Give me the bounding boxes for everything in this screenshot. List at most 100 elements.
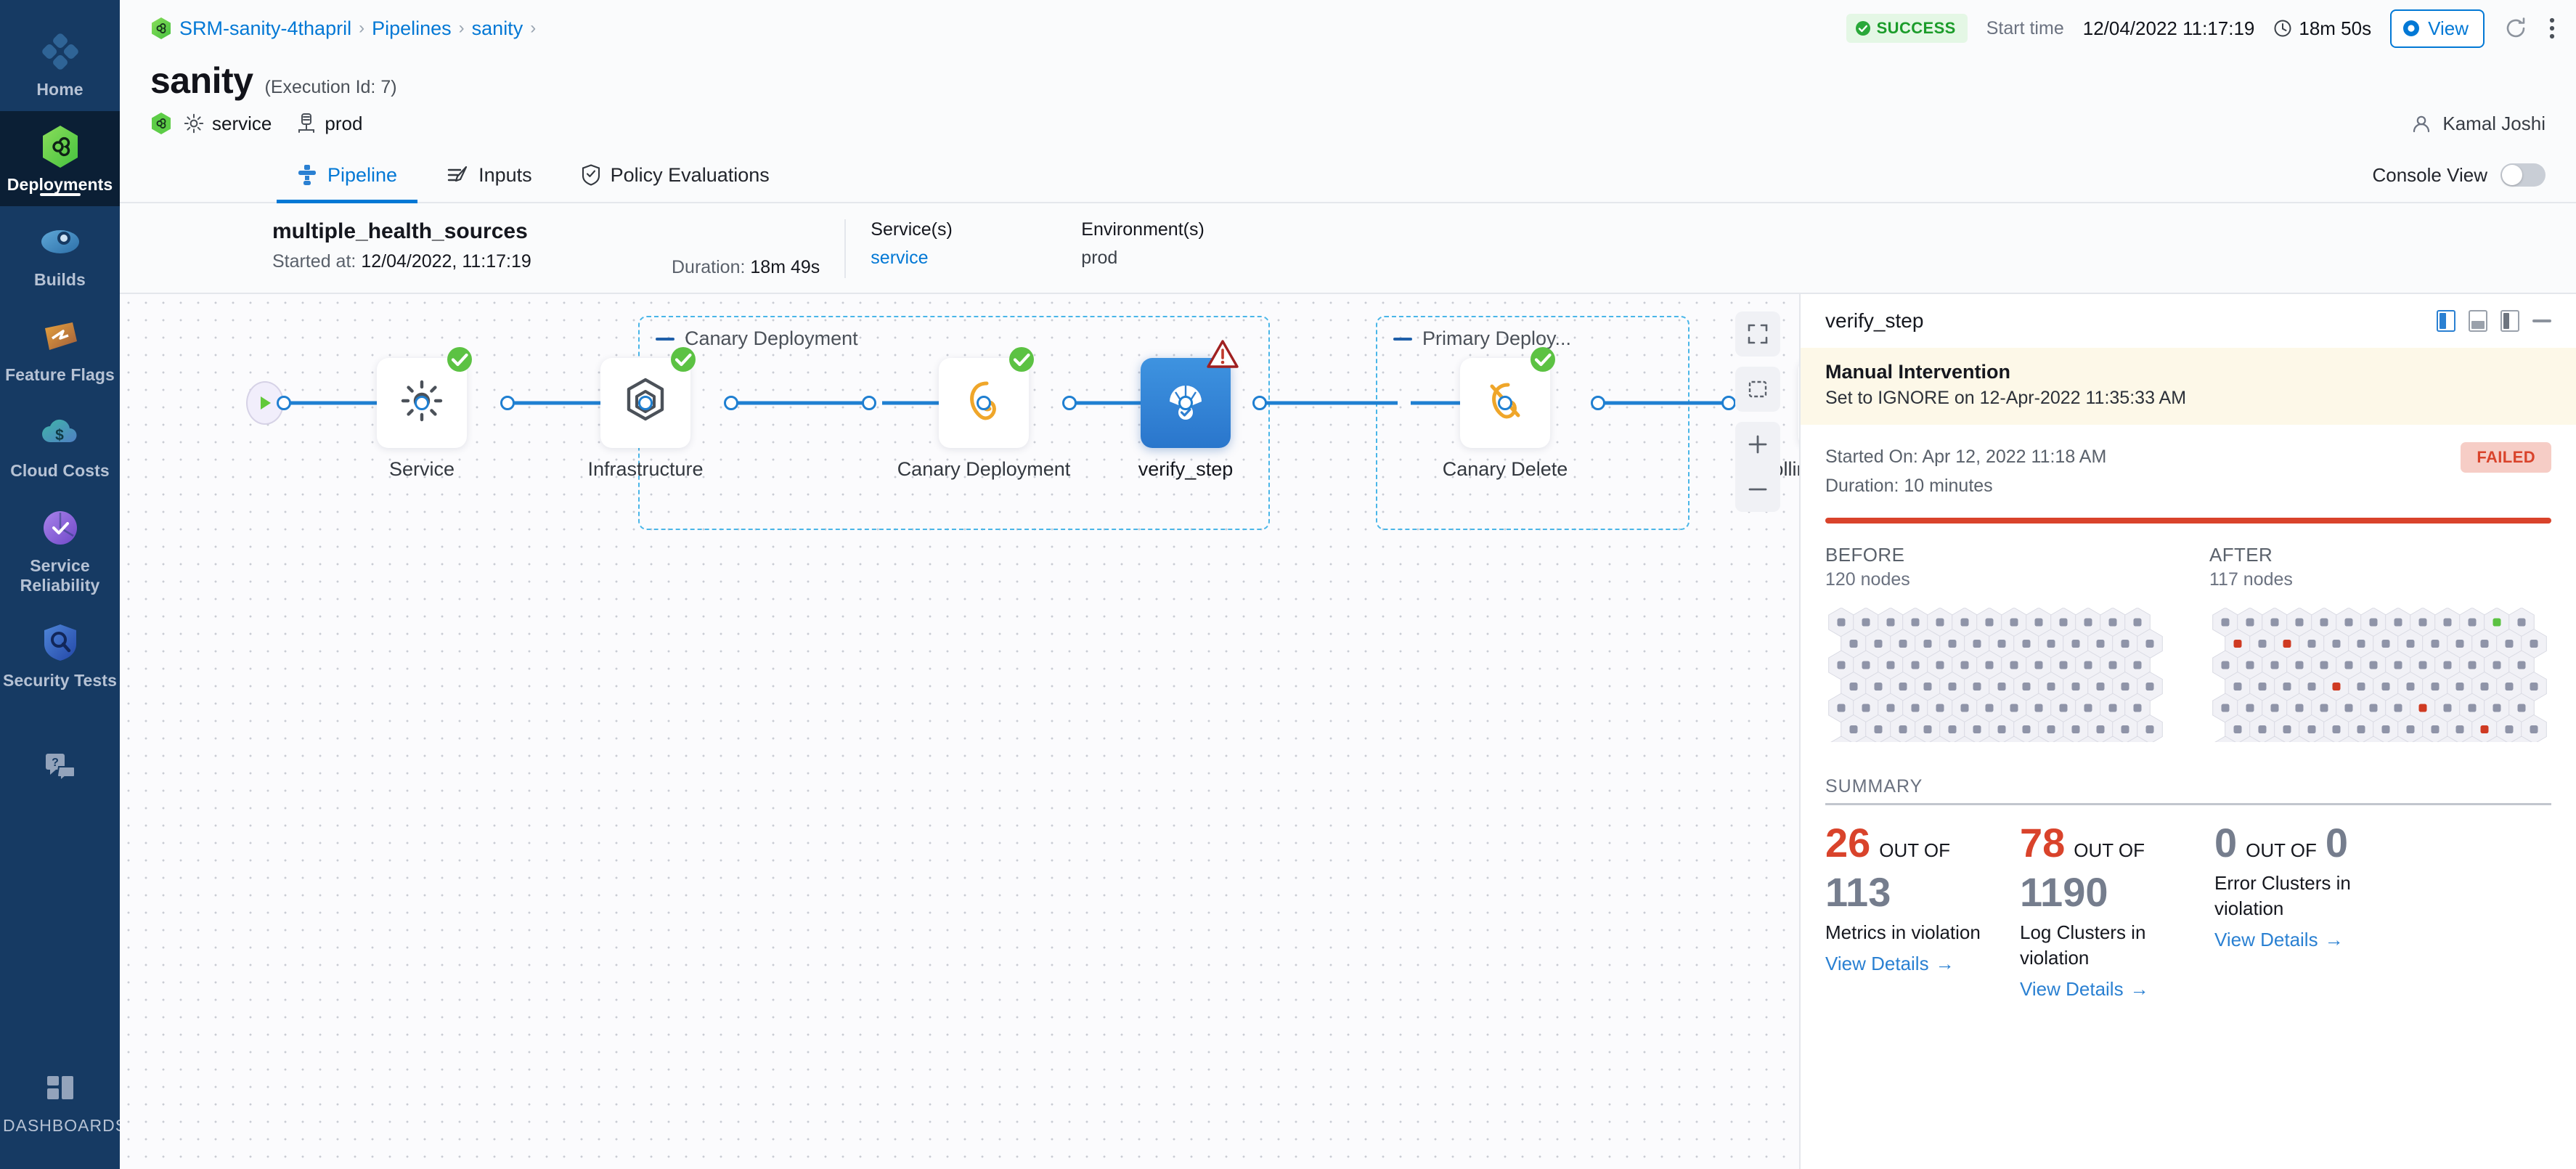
sidebar-item-label: Security Tests bbox=[3, 670, 117, 690]
builds-icon bbox=[3, 219, 117, 264]
stage-started: Started at: 12/04/2022, 11:17:19 bbox=[272, 251, 679, 272]
minimize-icon[interactable] bbox=[2532, 319, 2551, 322]
connector-dot bbox=[500, 396, 515, 410]
duration-value: 18m 50s bbox=[2299, 17, 2372, 39]
sidebar-item-dashboards[interactable]: DASHBOARDS bbox=[0, 1052, 126, 1147]
edge-segment bbox=[882, 401, 984, 405]
fullscreen-icon[interactable] bbox=[1735, 311, 1780, 357]
security-shield-icon bbox=[3, 620, 117, 665]
node-box[interactable] bbox=[939, 358, 1029, 448]
service-reliability-icon bbox=[3, 505, 117, 550]
chevron-right-icon: › bbox=[530, 18, 537, 38]
duration-label: Duration: bbox=[672, 257, 746, 277]
tab-pipeline[interactable]: Pipeline bbox=[272, 148, 422, 203]
toggle-track[interactable] bbox=[2500, 163, 2546, 187]
start-time-value: 12/04/2022 11:17:19 bbox=[2082, 17, 2255, 39]
zoom-out-icon[interactable] bbox=[1735, 467, 1780, 512]
project-hex-icon bbox=[150, 17, 172, 40]
page-title: sanity bbox=[150, 60, 253, 101]
sidebar-item-home[interactable]: Home bbox=[0, 16, 120, 111]
summary-description: Metrics in violation bbox=[1825, 921, 1981, 943]
connector-dot bbox=[1721, 396, 1736, 410]
gear-icon bbox=[184, 113, 204, 134]
layout-left-icon[interactable] bbox=[2437, 310, 2455, 332]
summary-card-log-clusters: 78 OUT OF 1190 Log Clusters in violation… bbox=[2020, 823, 2187, 1001]
services-value[interactable]: service bbox=[871, 248, 929, 268]
summary-description: Error Clusters in violation bbox=[2214, 872, 2351, 920]
sidebar-item-help[interactable]: ? bbox=[0, 731, 120, 807]
node-label: Service bbox=[388, 458, 455, 480]
tab-inputs[interactable]: Inputs bbox=[422, 148, 557, 202]
step-status-badge: FAILED bbox=[2461, 442, 2551, 473]
panel-title: verify_step bbox=[1825, 309, 1924, 332]
service-chip[interactable]: service bbox=[184, 113, 272, 135]
breadcrumb-item-project[interactable]: SRM-sanity-4thapril bbox=[179, 17, 352, 39]
step-details-panel: verify_step Manual Intervention Set to I… bbox=[1799, 293, 2576, 1169]
summary-divider bbox=[1825, 803, 2551, 805]
active-indicator bbox=[39, 193, 81, 197]
more-vertical-icon[interactable] bbox=[2547, 16, 2557, 41]
refresh-icon[interactable] bbox=[2503, 16, 2528, 41]
zoom-in-icon[interactable] bbox=[1735, 422, 1780, 467]
node-box[interactable] bbox=[1798, 358, 1799, 448]
sidebar-item-builds[interactable]: Builds bbox=[0, 206, 120, 301]
toggle-knob bbox=[2502, 165, 2522, 185]
edge-segment bbox=[508, 401, 645, 405]
sidebar-item-deployments[interactable]: Deployments bbox=[0, 111, 120, 207]
summary-description: Log Clusters in violation bbox=[2020, 921, 2146, 969]
view-button[interactable]: View bbox=[2390, 9, 2485, 48]
title-row: sanity (Execution Id: 7) bbox=[150, 60, 2546, 102]
connector-dot bbox=[277, 396, 291, 410]
breadcrumb-item-pipelines[interactable]: Pipelines bbox=[372, 17, 452, 39]
pipeline-canvas[interactable]: Canary Deployment Primary Deploy... bbox=[120, 293, 1799, 1169]
sidebar-item-service-reliability[interactable]: Service Reliability bbox=[0, 492, 120, 607]
collapse-dash-icon[interactable] bbox=[1393, 337, 1412, 341]
connector-dot bbox=[1062, 396, 1077, 410]
after-column: AFTER 117 nodes bbox=[2209, 544, 2551, 753]
zoom-controls bbox=[1735, 422, 1780, 512]
user-name: Kamal Joshi bbox=[2442, 112, 2546, 134]
pipeline-icon bbox=[297, 164, 317, 186]
svg-text:?: ? bbox=[52, 757, 59, 769]
environments-column: Environment(s) prod bbox=[1081, 219, 1292, 269]
view-details-link[interactable]: View Details → bbox=[1825, 953, 1955, 975]
sidebar-item-feature-flags[interactable]: Feature Flags bbox=[0, 301, 120, 396]
sidebar-item-security-tests[interactable]: Security Tests bbox=[0, 607, 120, 702]
collapse-dash-icon[interactable] bbox=[656, 337, 674, 341]
view-details-link[interactable]: View Details → bbox=[2020, 978, 2149, 1001]
after-hex-grid[interactable] bbox=[2209, 608, 2551, 753]
total-count: 0 bbox=[2325, 820, 2349, 865]
total-count: 113 bbox=[1825, 869, 1891, 915]
check-circle-icon bbox=[1855, 20, 1871, 36]
sidebar-item-label: Deployments bbox=[7, 175, 113, 195]
main-content: SRM-sanity-4thapril › Pipelines › sanity… bbox=[120, 0, 2576, 1169]
sidebar-item-cloud-costs[interactable]: $ Cloud Costs bbox=[0, 397, 120, 492]
summary-values: 26 OUT OF 113 bbox=[1825, 823, 1992, 913]
manual-intervention-subtitle: Set to IGNORE on 12-Apr-2022 11:35:33 AM bbox=[1825, 388, 2187, 408]
summary-values: 0 OUT OF 0 bbox=[2214, 823, 2381, 863]
cloud-cost-dollar-icon: $ bbox=[3, 410, 117, 455]
console-view-toggle[interactable]: Console View bbox=[2372, 148, 2546, 202]
divider bbox=[844, 219, 847, 278]
layout-bottom-icon[interactable] bbox=[2469, 310, 2487, 332]
group-canary-deployment[interactable]: Canary Deployment bbox=[638, 316, 1270, 530]
violations-count: 78 bbox=[2020, 820, 2066, 865]
execution-id: (Execution Id: 7) bbox=[264, 77, 397, 97]
breadcrumb-item-sanity[interactable]: sanity bbox=[471, 17, 523, 39]
environment-chip[interactable]: prod bbox=[296, 113, 362, 135]
chevron-right-icon: › bbox=[458, 18, 465, 38]
node-label: Canary Delete bbox=[1442, 458, 1568, 480]
summary-card-error-clusters: 0 OUT OF 0 Error Clusters in violation V… bbox=[2214, 823, 2381, 1001]
node-label: Infrastructure bbox=[587, 458, 704, 480]
group-primary-deployment[interactable]: Primary Deploy... bbox=[1376, 316, 1690, 530]
tab-policy-evaluations[interactable]: Policy Evaluations bbox=[557, 148, 794, 202]
arrow-right-icon: → bbox=[1935, 953, 1955, 975]
view-details-label: View Details bbox=[2020, 978, 2124, 1001]
view-details-link[interactable]: View Details → bbox=[2214, 929, 2344, 951]
user-info[interactable]: Kamal Joshi bbox=[2410, 113, 2546, 135]
before-hex-grid[interactable] bbox=[1825, 608, 2167, 753]
home-grid-icon bbox=[3, 29, 117, 74]
layout-right-icon[interactable] bbox=[2500, 310, 2519, 332]
fit-to-screen-icon[interactable] bbox=[1735, 367, 1780, 412]
out-of-label: OUT OF bbox=[2246, 839, 2317, 861]
